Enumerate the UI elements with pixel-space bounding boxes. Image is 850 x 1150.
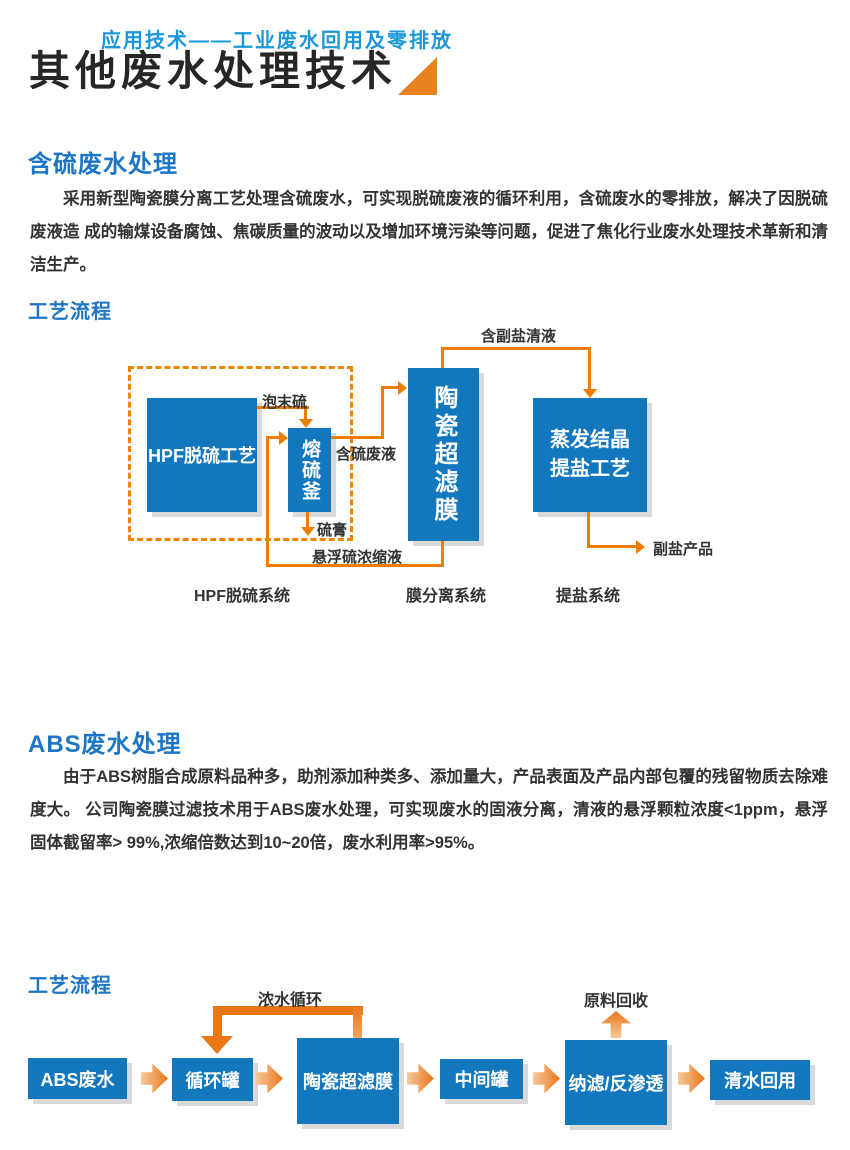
label-salt-product: 副盐产品 <box>653 541 714 558</box>
orange-triangle-icon <box>398 57 437 95</box>
section-heading-abs: ABS废水处理 <box>28 731 182 758</box>
arrow-right-4-icon <box>533 1063 560 1094</box>
box-evaporation-crystallization: 蒸发结晶 提盐工艺 <box>533 398 647 512</box>
system-label-membrane: 膜分离系统 <box>406 588 487 605</box>
page-title: 其他废水处理技术 <box>29 48 397 94</box>
box-evap-line2: 提盐工艺 <box>550 458 630 480</box>
flow-heading-sulfur: 工艺流程 <box>28 301 112 323</box>
page-subtitle: 应用技术——工业废水回用及零排放 <box>101 30 453 52</box>
flow-line-waste-h2 <box>381 386 398 389</box>
arrowhead-saltliq-down-icon <box>583 389 597 398</box>
label-concentrate-loop: 浓水循环 <box>258 992 323 1009</box>
box-abs-label: ABS废水 <box>40 1069 115 1090</box>
label-material-recovery: 原料回收 <box>584 993 649 1010</box>
flow-line-saltliq-v2 <box>588 347 591 390</box>
loop-arrowhead-down-icon <box>201 1036 233 1054</box>
system-label-hpf: HPF脱硫系统 <box>194 588 291 605</box>
flow-line-product-h <box>587 545 637 548</box>
hpf-system-dashed-box <box>128 366 353 541</box>
box-evap-line1: 蒸发结晶 <box>550 429 630 451</box>
flow-line-saltliq-v1 <box>441 347 444 368</box>
box-nf-ro: 纳滤/反渗透 <box>565 1040 667 1125</box>
label-salt-liquid: 含副盐清液 <box>481 328 557 345</box>
flow-line-saltliq-h <box>441 347 591 350</box>
box-clean-water-reuse: 清水回用 <box>710 1060 810 1100</box>
system-label-salt: 提盐系统 <box>556 588 621 605</box>
flow-line-waste-v <box>381 386 384 439</box>
flow-line-product-v <box>587 512 590 548</box>
arrowhead-foam-down-icon <box>299 419 313 428</box>
arrow-right-5-icon <box>678 1063 705 1094</box>
box-middle-tank: 中间罐 <box>440 1059 523 1099</box>
box-sulfur-melter-label: 熔硫釜 <box>299 438 320 502</box>
flow-heading-abs: 工艺流程 <box>28 975 112 997</box>
box-hpf-label: HPF脱硫工艺 <box>148 446 256 466</box>
box-clean-label: 清水回用 <box>724 1071 796 1091</box>
label-suspension: 悬浮硫浓缩液 <box>312 549 403 566</box>
label-sulfur-paste: 硫膏 <box>317 522 348 539</box>
box-ceramic-label: 陶瓷超滤膜 <box>430 384 457 525</box>
box-sulfur-melter: 熔硫釜 <box>288 428 331 512</box>
flow-line-paste-v <box>306 512 309 528</box>
sulfur-paragraph: 采用新型陶瓷膜分离工艺处理含硫废水，可实现脱硫废液的循环利用，含硫废水的零排放，… <box>30 190 828 274</box>
loop-line-horizontal <box>213 1006 363 1015</box>
arrow-right-2-icon <box>256 1063 283 1094</box>
box-ceramic-ultrafiltration: 陶瓷超滤膜 <box>408 368 479 541</box>
flow-line-waste-h1 <box>331 436 384 439</box>
flow-line-foam-h <box>257 406 309 409</box>
arrow-right-1-icon <box>141 1063 168 1094</box>
arrowhead-product-right-icon <box>636 540 645 554</box>
abs-paragraph: 由于ABS树脂合成原料品种多，助剂添加种类多、添加量大，产品表面及产品内部包覆的… <box>30 768 828 852</box>
box-circulation-label: 循环罐 <box>185 1070 240 1091</box>
arrowhead-return-right-icon <box>279 431 288 445</box>
box-middle-label: 中间罐 <box>454 1070 509 1090</box>
loop-line-left-vertical <box>213 1006 222 1037</box>
loop-line-right-vertical <box>353 1006 362 1038</box>
flow-line-return-h <box>266 564 444 567</box>
label-foam-sulfur: 泡末硫 <box>262 394 308 411</box>
flow-line-return-v-left <box>266 436 269 567</box>
arrow-up-recovery-icon <box>601 1011 631 1038</box>
box-ceramic-ultrafiltration-2: 陶瓷超滤膜 <box>297 1038 399 1124</box>
flow-line-return-feed-h <box>266 436 280 439</box>
box-ceramic-2-label: 陶瓷超滤膜 <box>303 1072 393 1092</box>
section-heading-sulfur: 含硫废水处理 <box>28 151 178 178</box>
flow-line-return-v-right <box>441 541 444 567</box>
arrowhead-paste-down-icon <box>301 527 315 536</box>
flow-line-foam-v <box>304 406 307 420</box>
box-circulation-tank: 循环罐 <box>172 1058 253 1101</box>
label-sulfur-waste: 含硫废液 <box>336 446 397 463</box>
arrowhead-waste-right-icon <box>398 381 407 395</box>
box-nf-ro-label: 纳滤/反渗透 <box>568 1073 664 1094</box>
box-abs-wastewater: ABS废水 <box>28 1058 127 1099</box>
box-hpf-desulfurization: HPF脱硫工艺 <box>147 398 257 512</box>
arrow-right-3-icon <box>407 1063 434 1094</box>
